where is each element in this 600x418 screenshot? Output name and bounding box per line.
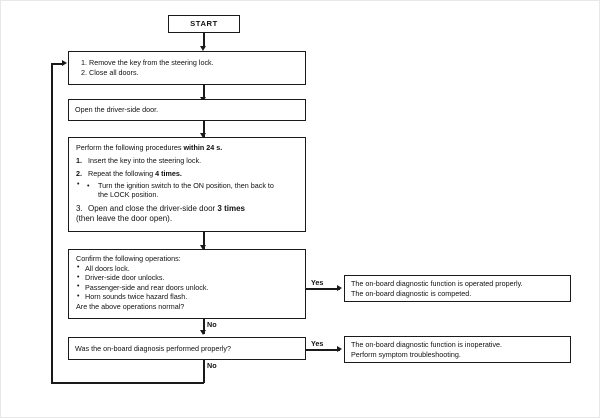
step2-text: Open the driver-side door.	[75, 105, 159, 115]
decision1-question: Are the above operations normal?	[76, 302, 185, 312]
node-outcome2: The on-board diagnostic function is inop…	[344, 336, 571, 363]
decision2-question: Was the on-board diagnosis performed pro…	[75, 343, 231, 353]
step3-bullet-glyph: •	[87, 180, 90, 190]
connector-loopback-left	[51, 63, 53, 383]
decision1-bullet-4: Horn sounds twice hazard flash.	[76, 292, 298, 302]
outcome2-line-1: The on-board diagnostic function is inop…	[351, 339, 503, 349]
node-start-label: START	[190, 19, 218, 29]
node-start: START	[168, 15, 240, 33]
edge-label-decision2-yes: Yes	[311, 339, 324, 348]
step1-item-2-text: Close all doors.	[89, 68, 139, 77]
outcome1-line-2: The on-board diagnostic is competed.	[351, 288, 472, 298]
step3-item-2-bullet-line2: the LOCK position.	[98, 190, 159, 200]
node-decision1: Confirm the following operations: All do…	[68, 249, 306, 319]
step3-item-1-marker: 1.	[76, 156, 82, 166]
node-step1: 1. Remove the key from the steering lock…	[68, 51, 306, 85]
arrowhead-step2-to-step3	[200, 133, 206, 138]
step3-item-2-bullet-line1: Turn the ignition switch to the ON posit…	[98, 180, 274, 190]
step3-item-3-prefix: Open and close the driver-side door	[88, 203, 218, 213]
step1-item-1: 1. Remove the key from the steering lock…	[75, 58, 299, 68]
connector-decision1-yes	[306, 288, 340, 290]
decision1-bullet-3: Passenger-side and rear doors unlock.	[76, 282, 298, 293]
node-step2: Open the driver-side door.	[68, 99, 306, 121]
outcome2-line-2: Perform symptom troubleshooting.	[351, 349, 461, 359]
step3-item-3: 3. Open and close the driver-side door 3…	[76, 204, 298, 215]
step3-item-1: 1. Insert the key into the steering lock…	[76, 156, 298, 166]
arrowhead-decision2-yes	[337, 346, 342, 352]
step3-heading-bold: within 24 s.	[183, 143, 223, 152]
step3-item-3-line2: (then leave the door open).	[76, 214, 173, 224]
step1-item-2-marker: 2.	[81, 68, 87, 77]
step3-item-2: 2. Repeat the following 4 times.	[76, 169, 298, 179]
step1-item-1-text: Remove the key from the steering lock.	[89, 58, 214, 68]
edge-label-decision1-yes: Yes	[311, 278, 324, 287]
node-outcome1: The on-board diagnostic function is oper…	[344, 275, 571, 302]
step3-item-3-bold: 3 times	[217, 203, 245, 213]
step3-item-2-bold: 4 times.	[155, 169, 182, 179]
decision1-bullet-2: Driver-side door unlocks.	[76, 273, 298, 283]
node-step3: Perform the following procedures within …	[68, 137, 306, 232]
step3-item-3-marker: 3.	[76, 203, 83, 213]
step3-item-2-prefix: Repeat the following	[88, 169, 156, 179]
connector-decision1-no	[203, 319, 205, 334]
connector-decision2-no-down	[203, 360, 205, 383]
decision1-bullet-1: All doors lock.	[76, 263, 298, 274]
arrowhead-decision1-no	[200, 330, 206, 335]
connector-loopback-bottom	[51, 382, 204, 384]
connector-step3-to-decision1	[203, 232, 205, 249]
step1-item-2: 2. Close all doors.	[75, 68, 299, 78]
arrowhead-decision1-yes	[337, 285, 342, 291]
step3-item-1-text: Insert the key into the steering lock.	[88, 156, 202, 166]
step3-item-2-bullet: • Turn the ignition switch to the ON pos…	[76, 180, 298, 191]
step3-item-2-marker: 2.	[76, 169, 82, 179]
step3-item-2-bullet-cont: the LOCK position.	[76, 190, 298, 200]
step1-item-1-marker: 1.	[81, 58, 87, 68]
node-decision2: Was the on-board diagnosis performed pro…	[68, 337, 306, 360]
outcome1-line-1: The on-board diagnostic function is oper…	[351, 278, 523, 288]
step3-heading-prefix: Perform the following procedures	[76, 143, 184, 152]
connector-loopback-into-step1	[51, 63, 64, 65]
arrowhead-step3-to-decision1	[200, 245, 206, 250]
step3-heading: Perform the following procedures within …	[76, 143, 298, 153]
decision1-heading: Confirm the following operations:	[76, 254, 181, 263]
arrowhead-start-to-step1	[200, 46, 206, 51]
edge-label-decision1-no: No	[207, 320, 217, 329]
connector-start-to-step1	[203, 33, 205, 48]
connector-decision2-yes	[306, 349, 340, 351]
connector-step1-to-step2	[203, 85, 205, 101]
edge-label-decision2-no: No	[207, 361, 217, 370]
connector-step2-to-step3	[203, 121, 205, 137]
arrowhead-loopback-into-step1	[62, 59, 67, 66]
